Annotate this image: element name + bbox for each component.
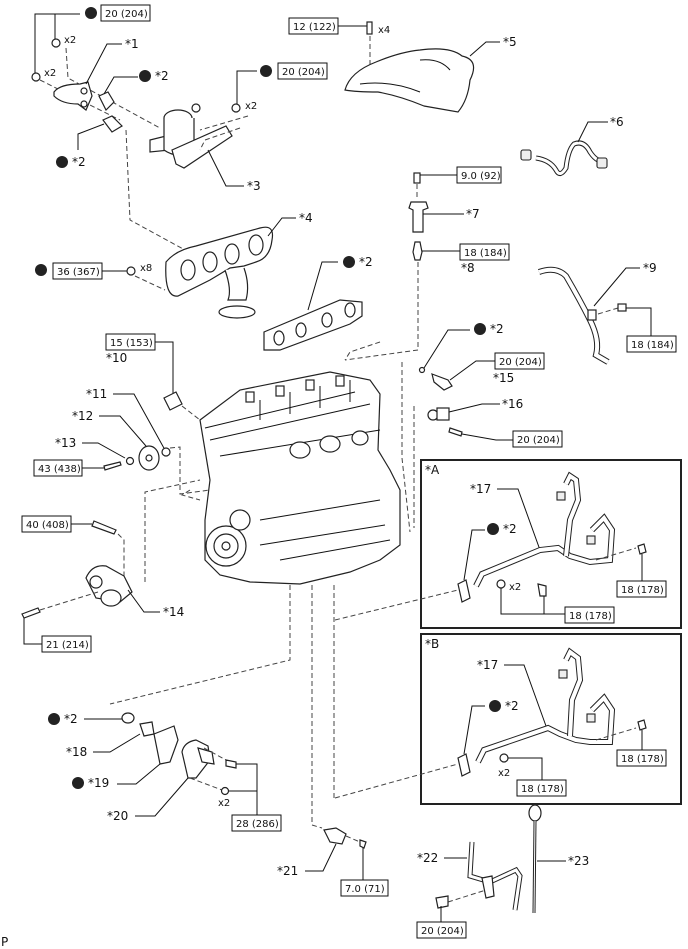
torque-label: 20 (204)	[499, 357, 542, 368]
callout-2: *2	[490, 322, 504, 336]
callout-10: *10	[106, 351, 127, 365]
part-11-13-idler-pulley: *11 *12 *13 43 (438)	[33, 387, 211, 495]
qty-label: x8	[140, 263, 152, 274]
callout-13: *13	[55, 436, 76, 450]
torque-label: 18 (178)	[621, 754, 664, 765]
inset-a: *A *17 *2 x2 18 (178) 18 (178)	[334, 459, 682, 629]
callout-2: *2	[359, 255, 373, 269]
callout-11: *11	[86, 387, 107, 401]
part-10-sensor: 15 (153) *10	[105, 333, 201, 421]
part-9-pipe: *9 18 (184)	[538, 261, 677, 365]
torque-label: 43 (438)	[38, 464, 81, 475]
part-5-heat-insulator: 12 (122) x4 *5	[288, 17, 517, 113]
torque-label: 18 (178)	[621, 585, 664, 596]
part-4-exhaust-manifold: 36 (367) x8 *4	[35, 211, 313, 319]
torque-label: 9.0 (92)	[461, 171, 501, 182]
inset-b: *B *17 *2 x2 18 (178) 18 (178)	[334, 633, 682, 805]
callout-3: *3	[247, 179, 261, 193]
torque-label: 18 (178)	[521, 784, 564, 795]
part-2-manifold-gasket: *2	[263, 255, 373, 351]
torque-label: 20 (204)	[517, 435, 560, 446]
callout-15: *15	[493, 371, 514, 385]
nut-icon	[31, 72, 41, 82]
inset-b-label: *B	[425, 637, 439, 651]
bracket-nuts-group: 20 (204) x2 x2	[31, 4, 161, 129]
part-21-bracket: *21 7.0 (71)	[277, 827, 389, 897]
callout-18: *18	[66, 745, 87, 759]
callout-23: *23	[568, 854, 589, 868]
callout-20: *20	[107, 809, 128, 823]
callout-9: *9	[643, 261, 657, 275]
callout-2: *2	[155, 69, 169, 83]
torque-label: 18 (178)	[569, 611, 612, 622]
bypass-nut-group: 20 (204) x2	[199, 62, 328, 151]
callout-19: *19	[88, 776, 109, 790]
qty-label: x2	[218, 798, 230, 809]
callout-4: *4	[299, 211, 313, 225]
callout-14: *14	[163, 605, 184, 619]
nut-icon	[51, 38, 61, 48]
torque-label: 20 (204)	[105, 9, 148, 20]
callout-21: *21	[277, 864, 298, 878]
torque-label: 7.0 (71)	[345, 884, 385, 895]
engine-block	[199, 371, 401, 585]
torque-label: 18 (184)	[631, 340, 674, 351]
qty-label: x2	[498, 768, 510, 779]
callout-6: *6	[610, 115, 624, 129]
callout-2: *2	[72, 155, 86, 169]
callout-2: *2	[64, 712, 78, 726]
part-7-8-coil-plug: 9.0 (92) *7 18 (184) *8	[344, 166, 510, 361]
torque-label: 28 (286)	[236, 819, 279, 830]
torque-label: 20 (204)	[421, 926, 464, 937]
torque-box	[100, 4, 151, 22]
figure-code: P	[1, 935, 8, 949]
non-reusable-dot-icon	[85, 7, 97, 19]
inset-a-label: *A	[425, 463, 440, 477]
torque-label: 40 (408)	[26, 520, 69, 531]
callout-8: *8	[461, 261, 475, 275]
part-23-oil-dipstick: *23	[528, 804, 589, 914]
part-6-hose: *6	[520, 115, 624, 176]
qty-label: x2	[245, 101, 257, 112]
part-1-bracket: *1	[53, 37, 139, 111]
part-2-clamps: *2 *2	[56, 69, 186, 251]
callout-2: *2	[503, 522, 517, 536]
qty-label: x2	[64, 35, 76, 46]
qty-label: x4	[378, 25, 390, 36]
torque-label: 21 (214)	[46, 640, 89, 651]
callout-1: *1	[125, 37, 139, 51]
torque-label: 20 (204)	[282, 67, 325, 78]
part-15-16-sensors: *2 20 (204) *15 *16 20 (204)	[344, 322, 563, 533]
qty-label: x2	[509, 582, 521, 593]
callout-16: *16	[502, 397, 523, 411]
torque-label: 15 (153)	[110, 338, 153, 349]
part-18-20-water-outlet: *2 *18 *19 *20 x2 28 (286)	[48, 712, 282, 832]
torque-label: 18 (184)	[464, 248, 507, 259]
callout-17: *17	[477, 658, 498, 672]
part-14-tensioner: 40 (408) *14 21 (214)	[21, 479, 201, 653]
qty-label: x2	[44, 68, 56, 79]
callout-12: *12	[72, 409, 93, 423]
callout-5: *5	[503, 35, 517, 49]
callout-22: *22	[417, 851, 438, 865]
torque-label: 12 (122)	[293, 22, 336, 33]
callout-7: *7	[466, 207, 480, 221]
torque-label: 36 (367)	[57, 267, 100, 278]
callout-2: *2	[505, 699, 519, 713]
callout-17: *17	[470, 482, 491, 496]
part-22-gauge-guide: *22 20 (204)	[416, 841, 523, 939]
